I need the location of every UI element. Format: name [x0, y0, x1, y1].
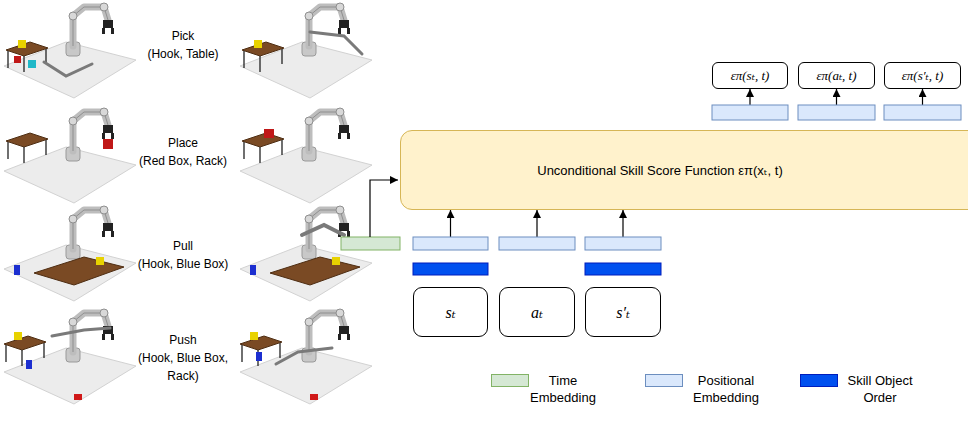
skill-label: Push [138, 331, 228, 349]
score-function-box: Unconditional Skill Score Function επ(xₜ… [400, 130, 968, 210]
time-embedding [341, 237, 400, 250]
skill-label: (Hook, Table) [123, 45, 243, 63]
skill-label: Place [138, 134, 228, 152]
pull-before [4, 206, 136, 301]
output-score: επ(s′ₜ, t) [884, 62, 961, 89]
legend-swatch [491, 374, 529, 387]
push-before [4, 309, 136, 404]
node-text: επ(s′ₜ, t) [902, 68, 944, 84]
skill-label: (Hook, Blue Box) [121, 255, 245, 273]
skill-label: Pull [138, 237, 228, 255]
positional-embedding [499, 237, 575, 250]
legend-swatch [645, 374, 683, 387]
legend-swatch [800, 374, 838, 387]
push-after [240, 309, 372, 404]
node-text: επ(aₜ, t) [816, 68, 856, 84]
positional-embedding [585, 237, 661, 250]
output-score: επ(sₜ, t) [712, 62, 788, 89]
legend-text: Positional Embedding [690, 372, 762, 406]
skill-label: Pick [138, 27, 228, 45]
pull-after [240, 206, 372, 301]
input-variable: aₜ [499, 287, 575, 337]
place-before [4, 108, 136, 203]
node-text: s′ₜ [616, 303, 630, 322]
pick-after [240, 3, 372, 98]
positional-embedding [884, 105, 961, 120]
skill-object-order [413, 263, 488, 275]
skill-label: (Hook, Blue Box, Rack) [127, 349, 239, 385]
place-after [240, 108, 372, 203]
legend-text: Skill Object Order [844, 372, 916, 406]
node-text: sₜ [445, 303, 455, 322]
positional-embedding [798, 105, 875, 120]
skill-label: (Red Box, Rack) [121, 152, 245, 170]
node-text: Unconditional Skill Score Function επ(xₜ… [537, 163, 782, 178]
output-score: επ(aₜ, t) [798, 62, 875, 89]
pick-before [4, 3, 136, 98]
positional-embedding [413, 237, 488, 250]
input-variable: sₜ [413, 287, 488, 337]
node-text: aₜ [531, 303, 543, 322]
legend-text: Time Embedding [528, 372, 598, 406]
skill-object-order [585, 263, 661, 275]
positional-embedding [712, 105, 788, 120]
input-variable: s′ₜ [585, 287, 661, 337]
node-text: επ(sₜ, t) [731, 68, 770, 84]
